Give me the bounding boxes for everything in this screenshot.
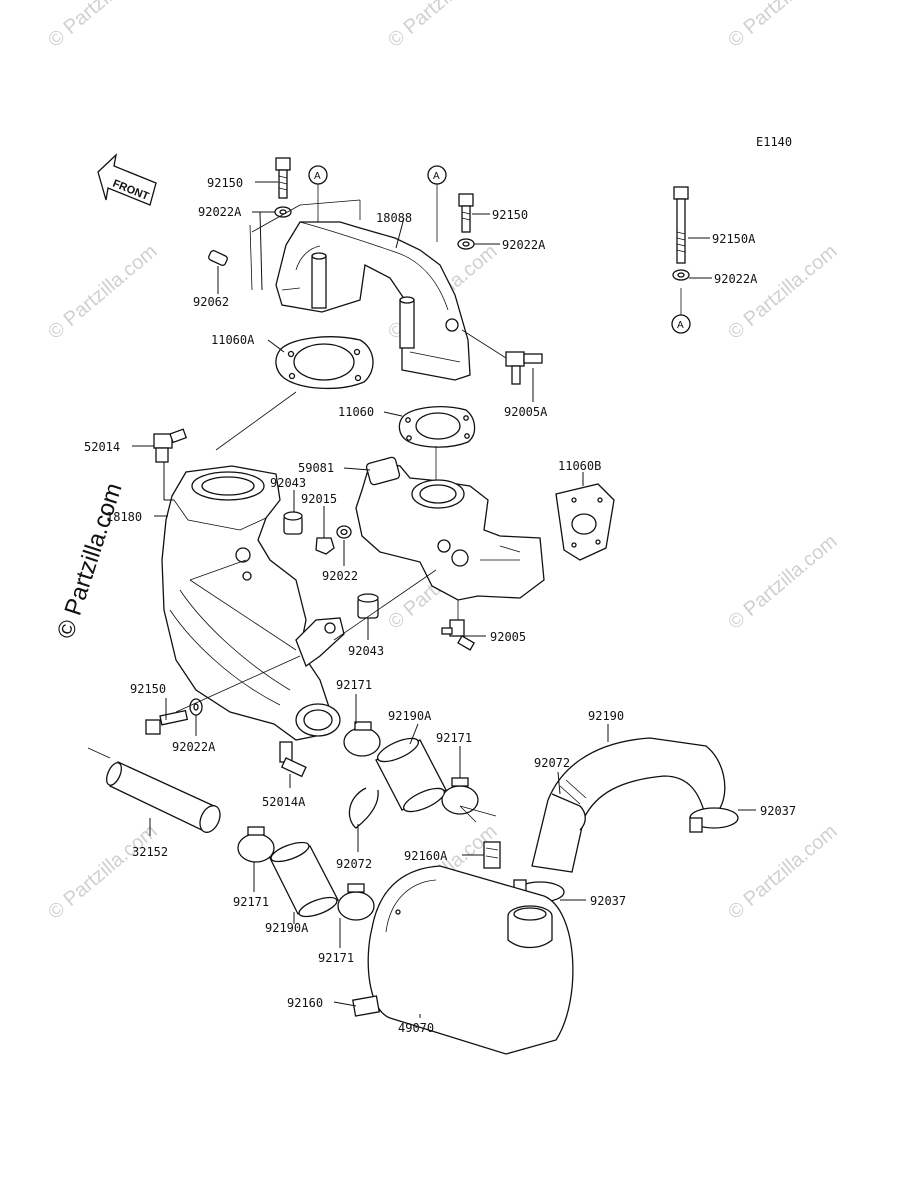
elbow-fitting-icon xyxy=(279,741,307,778)
bolt-icon xyxy=(145,709,189,735)
callout-label: 92043 xyxy=(270,476,306,490)
gasket-icon xyxy=(398,406,476,448)
callout-label: 92171 xyxy=(318,951,354,965)
washer-icon xyxy=(336,525,352,539)
bolt-icon xyxy=(458,193,474,233)
callout-label: 49070 xyxy=(398,1021,434,1035)
strap-band-icon xyxy=(348,787,379,829)
callout-label: 92190 xyxy=(588,709,624,723)
hose-clamp-icon xyxy=(343,721,381,757)
callout-label: 59081 xyxy=(298,461,334,475)
elbow-fitting-icon xyxy=(153,428,188,463)
callout-label: 92037 xyxy=(590,894,626,908)
t-fitting-icon xyxy=(441,600,476,651)
svg-text:A: A xyxy=(433,171,440,182)
callout-label: 11060A xyxy=(211,333,255,347)
callout-label: 18180 xyxy=(106,510,142,524)
watermark-tile: © Partzilla.com xyxy=(44,820,161,923)
callout-label: 92022A xyxy=(714,272,758,286)
hose-clamp-icon xyxy=(441,777,479,815)
callout-label: 92160A xyxy=(404,849,448,863)
long-bolt-icon xyxy=(673,186,689,264)
pad-icon xyxy=(483,841,501,869)
expansion-chamber xyxy=(161,465,345,741)
callout-label: 92150 xyxy=(492,208,528,222)
spacer-icon xyxy=(283,511,303,535)
washer-icon xyxy=(457,238,475,250)
spacer-icon xyxy=(357,593,379,619)
callout-label: 92037 xyxy=(760,804,796,818)
callout-label: 92022 xyxy=(322,569,358,583)
rubber-hose xyxy=(375,737,447,813)
callout-labels: 92150 92022A 92062 18088 92150 92022A 92… xyxy=(84,176,796,1035)
callout-label: 92022A xyxy=(172,740,216,754)
hose-clamp-icon xyxy=(237,826,275,863)
exhaust-manifold-pipe xyxy=(275,221,471,381)
muffler-tank xyxy=(367,865,574,1055)
watermark-tile: © Partzilla.com xyxy=(724,530,841,633)
callout-label: 92190A xyxy=(265,921,309,935)
callout-label: 92150 xyxy=(207,176,243,190)
hose-clamp-icon xyxy=(337,883,375,921)
watermark-side: © Partzilla.com xyxy=(52,480,128,642)
callout-label: 32152 xyxy=(132,845,168,859)
callout-label: 92005A xyxy=(504,405,548,419)
hose-clamp-icon xyxy=(689,807,739,833)
pad-icon xyxy=(352,995,380,1017)
callout-label: 11060B xyxy=(558,459,601,473)
watermark-tile: © Partzilla.com xyxy=(44,0,161,52)
callout-label: 92171 xyxy=(436,731,472,745)
watermark-tile: © Partzilla.com xyxy=(44,240,161,343)
bolt-icon xyxy=(275,157,291,199)
callout-label: 92171 xyxy=(336,678,372,692)
stud-icon xyxy=(208,250,228,266)
elbow-fitting-icon xyxy=(461,329,543,385)
callout-label: 92190A xyxy=(388,709,432,723)
rubber-hose xyxy=(269,841,339,918)
svg-text:A: A xyxy=(677,320,684,331)
washer-icon xyxy=(672,269,690,281)
callout-label: 92160 xyxy=(287,996,323,1010)
callout-label: 18088 xyxy=(376,211,412,225)
watermark-tile: © Partzilla.com xyxy=(724,240,841,343)
front-arrow-icon: FRONT xyxy=(97,153,157,206)
ref-circle-icon: A xyxy=(427,165,447,242)
gasket-icon xyxy=(275,336,374,390)
callout-label: 92062 xyxy=(193,295,229,309)
tail-pipe xyxy=(87,747,221,833)
washer-icon xyxy=(274,206,292,218)
callout-label: 92072 xyxy=(336,857,372,871)
callout-label: 92005 xyxy=(490,630,526,644)
watermark-tile: © Partzilla.com xyxy=(724,820,841,923)
callout-label: 92150A xyxy=(712,232,756,246)
callout-label: 92043 xyxy=(348,644,384,658)
watermark-tile: © Partzilla.com xyxy=(384,0,501,52)
gasket-icon xyxy=(555,483,615,561)
nut-icon xyxy=(315,537,335,555)
callout-label: 92072 xyxy=(534,756,570,770)
callout-label: 92022A xyxy=(198,205,242,219)
callout-label: 11060 xyxy=(338,405,374,419)
callout-label: 92015 xyxy=(301,492,337,506)
watermark-tile: © Partzilla.com xyxy=(724,0,841,52)
diagram-code: E1140 xyxy=(756,135,792,149)
callout-label: 92171 xyxy=(233,895,269,909)
callout-label: 52014A xyxy=(262,795,306,809)
callout-label: 92150 xyxy=(130,682,166,696)
washer-icon xyxy=(189,698,203,716)
callout-label: 52014 xyxy=(84,440,120,454)
svg-text:A: A xyxy=(314,171,321,182)
callout-label: 92022A xyxy=(502,238,546,252)
ref-circle-icon: A xyxy=(671,288,691,334)
strap-band-icon xyxy=(551,793,586,831)
exhaust-manifold xyxy=(355,456,545,601)
leader-lines xyxy=(132,181,756,1018)
